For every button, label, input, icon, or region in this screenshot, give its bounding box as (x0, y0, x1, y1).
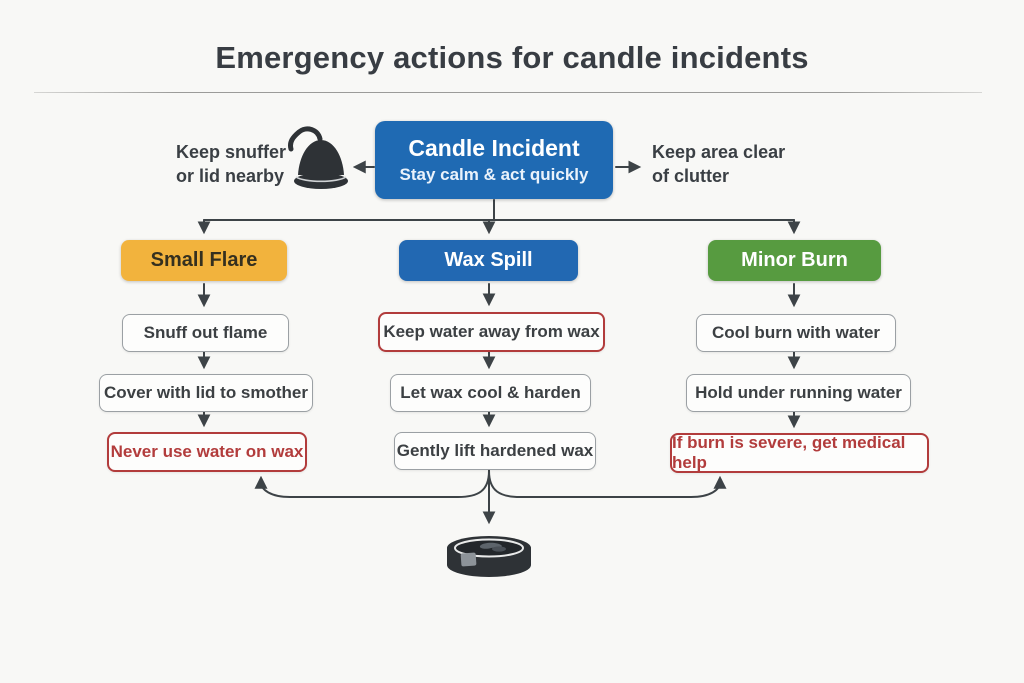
node-candle-incident: Candle Incident Stay calm & act quickly (375, 121, 613, 199)
branch-minor-burn: Minor Burn (708, 240, 881, 281)
candle-snuffer-icon (288, 126, 348, 189)
step-never-use-water: Never use water on wax (107, 432, 307, 472)
note-keep-area-clear: Keep area clear of clutter (652, 140, 792, 188)
note-left-line2: or lid nearby (176, 166, 285, 186)
step-hold-under-water: Hold under running water (686, 374, 911, 412)
step-keep-water-away: Keep water away from wax (378, 312, 605, 352)
branch-small-flare: Small Flare (121, 240, 287, 281)
note-right-line1: Keep area clear (652, 142, 786, 162)
step-severe-get-medical-help: If burn is severe, get medical help (670, 433, 929, 473)
step-let-wax-cool: Let wax cool & harden (390, 374, 591, 412)
note-keep-snuffer: Keep snuffer or lid nearby (176, 140, 296, 188)
step-cover-with-lid: Cover with lid to smother (99, 374, 313, 412)
note-left-line1: Keep snuffer (176, 142, 287, 162)
branch-wax-spill: Wax Spill (399, 240, 578, 281)
page-title: Emergency actions for candle incidents (215, 40, 809, 75)
step-gently-lift-wax: Gently lift hardened wax (394, 432, 596, 470)
node-candle-incident-subtitle: Stay calm & act quickly (399, 165, 589, 185)
extinguished-candle-tin-icon (447, 536, 531, 577)
curve-to-right-danger (488, 470, 727, 498)
node-candle-incident-title: Candle Incident (408, 134, 580, 161)
note-right-line2: of clutter (652, 166, 730, 186)
step-snuff-out-flame: Snuff out flame (122, 314, 289, 352)
title-divider (34, 92, 982, 93)
step-cool-burn: Cool burn with water (696, 314, 896, 352)
curve-to-left-danger (254, 470, 490, 498)
